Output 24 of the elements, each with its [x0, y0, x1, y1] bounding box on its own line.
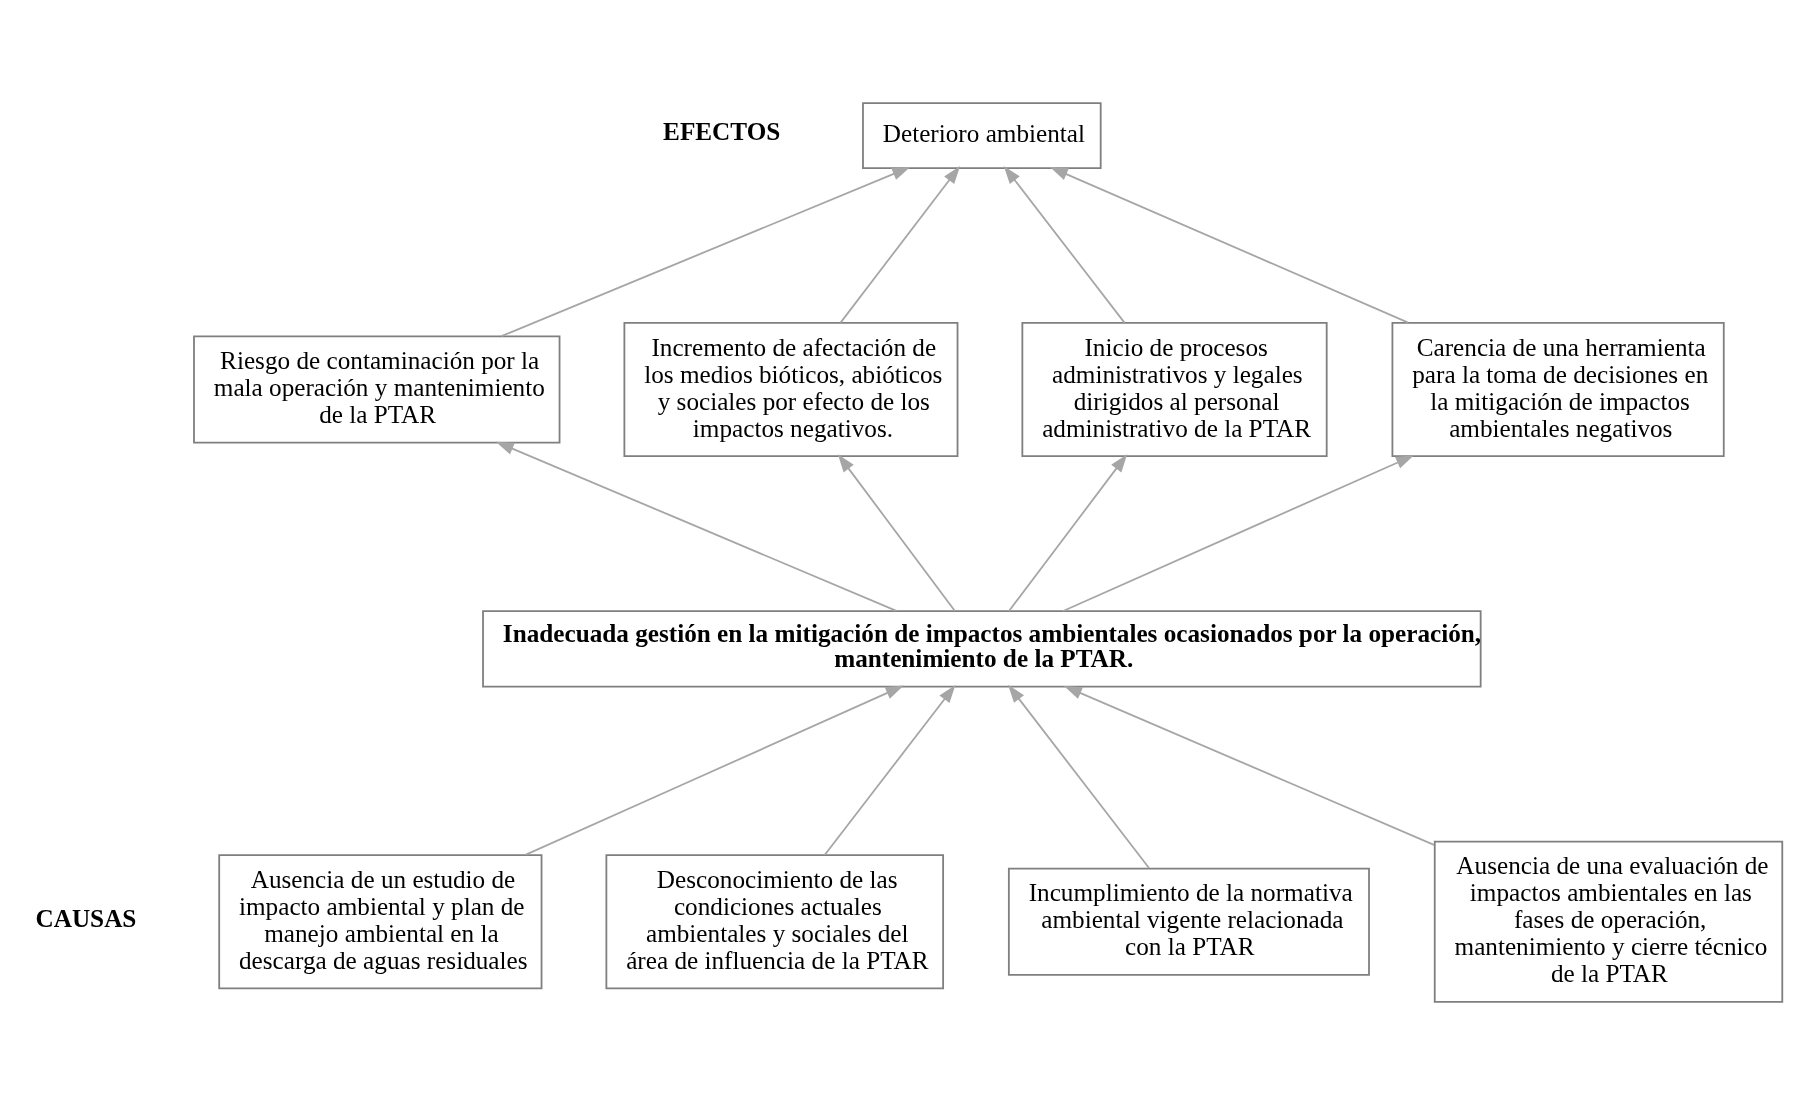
arrow [837, 454, 956, 612]
node-box: Deterioro ambiental [862, 102, 1102, 169]
arrow [839, 165, 961, 324]
node-box: Riesgo de contaminación por la mala operación y mantenimiento de la PTAR [193, 335, 561, 444]
arrow [1062, 455, 1414, 612]
node-box: Ausencia de una evaluación de impactos ambientales en las fases de operación, mantenimiento y cierre técnico de la PTAR [1433, 840, 1784, 1003]
arrow [1008, 454, 1128, 612]
arrow [495, 441, 898, 612]
node-box: Ausencia de un estudio de impacto ambiental y plan de manejo ambiental en la descarga de aguas residuales [218, 854, 543, 990]
node-box: Inicio de procesos administrativos y legales dirigidos al personal administrativo de la PTAR [1021, 322, 1328, 458]
node-box: Desconocimiento de las condiciones actuales ambientales y sociales del área de influencia de la PTAR [605, 854, 944, 990]
arrow [1003, 165, 1126, 324]
arrow [1008, 684, 1150, 869]
arrow [500, 167, 911, 338]
node-box: Carencia de una herramienta para la toma de decisiones en la mitigación de impactos ambientales negativos [1391, 322, 1725, 458]
arrow [1063, 685, 1435, 846]
arrow [525, 685, 904, 856]
node-box: Incremento de afectación de los medios bióticos, abióticos y sociales por efecto de los impactos negativos. [623, 322, 959, 458]
label: EFECTOS [663, 118, 781, 146]
node-box: Inadecuada gestión en la mitigación de impactos ambientales ocasionados por la operación, mantenimiento de la PTAR. [482, 610, 1482, 688]
label: CAUSAS [35, 904, 137, 932]
arrow [1049, 166, 1410, 324]
arrow [824, 684, 956, 856]
node-box: Incumplimiento de la normativa ambiental vigente relacionada con la PTAR [1007, 867, 1370, 976]
